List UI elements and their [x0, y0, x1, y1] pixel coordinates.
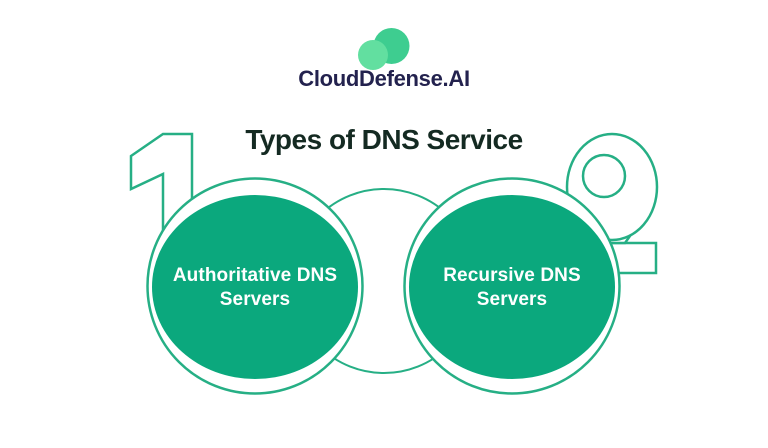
- cloud-icon: [358, 28, 410, 70]
- recursive-circle-fill: [409, 195, 615, 379]
- brand-name: CloudDefense.AI: [298, 66, 470, 91]
- authoritative-circle-fill: [152, 195, 358, 379]
- page-title: Types of DNS Service: [245, 124, 523, 155]
- label-authoritative-dns-servers: Authoritative DNS Servers: [172, 265, 338, 310]
- label-recursive-dns-servers: Recursive DNS Servers: [443, 265, 581, 310]
